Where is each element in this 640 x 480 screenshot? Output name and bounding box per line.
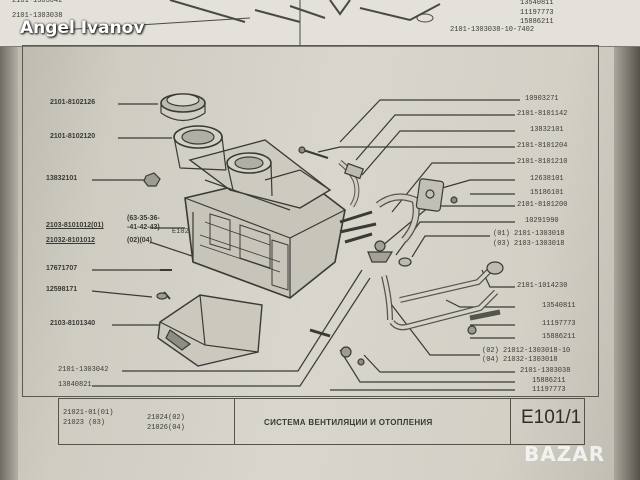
part-number-label: 10903271 (525, 95, 559, 103)
part-number-label: 15886211 (532, 377, 566, 385)
page-edge-shadow-left (0, 0, 18, 480)
part-number-label: 10291990 (525, 217, 559, 225)
previous-page-strip: 2101-1303042 2101-1303038 13540811 11197… (0, 0, 640, 47)
page-edge-shadow-right (614, 0, 640, 480)
reference-label: E102 (172, 228, 189, 236)
page-title: СИСТЕМА ВЕНТИЛЯЦИИ И ОТОПЛЕНИЯ (264, 418, 433, 427)
part-number-label: (01) 2101-1303018 (493, 230, 565, 238)
part-number-label: 2103-8101340 (50, 320, 96, 327)
model-label: 21023 (03) (63, 419, 106, 427)
top-label: 2101-1303042 (12, 0, 63, 5)
part-number-label: 11197773 (532, 386, 566, 394)
part-number-label: 12638101 (530, 175, 564, 183)
page-code: E101/1 (521, 407, 582, 428)
part-number-label: 2101-8101200 (517, 201, 568, 209)
model-label: 21021-01(01) (63, 409, 114, 417)
part-number-label: 2103-8101012(01) (46, 222, 104, 229)
part-number-label: (02) 21012-1303018-10 (482, 347, 571, 355)
bazar-watermark: BAZAR (524, 442, 606, 466)
part-number-label: 2101-1014230 (517, 282, 568, 290)
part-number-label: 13840821 (58, 381, 92, 389)
top-label: 11197773 (520, 9, 554, 17)
top-label: 13540811 (520, 0, 554, 7)
part-number-label: 21032-8101012 (46, 237, 96, 244)
model-label: 21026(04) (147, 424, 185, 432)
part-number-label: 2101-1303042 (58, 366, 109, 374)
previous-page-drawing (59, 0, 441, 46)
part-number-label: 15886211 (542, 333, 576, 341)
top-label: 2101-1303038 (12, 12, 63, 20)
part-number-label: 12598171 (46, 286, 78, 293)
part-number-label: 13540811 (542, 302, 576, 310)
part-number-label: 2101-8102120 (50, 133, 96, 140)
part-number-label: 2101-8102126 (50, 99, 96, 106)
uploader-watermark: Angel Ivanov (20, 18, 145, 38)
part-number-label: 2101-8101142 (517, 110, 568, 118)
title-block: 21021-01(01) 21023 (03) 21024(02) 21026(… (58, 398, 585, 445)
part-number-label: 15186101 (530, 189, 564, 197)
top-label: 2101-1303038-10-7402 (450, 26, 535, 34)
part-number-label: 2101-1303038 (520, 367, 571, 375)
model-cell: 21021-01(01) 21023 (03) 21024(02) 21026(… (59, 399, 235, 444)
part-number-label: 2101-8101204 (517, 142, 568, 150)
part-number-label: (04) 21032-1303018 (482, 356, 558, 364)
model-label: 21024(02) (147, 414, 185, 422)
part-variant-label: (02)(04) (127, 237, 152, 244)
part-number-label: 17671707 (46, 265, 78, 272)
part-number-label: (03) 2103-1303018 (493, 240, 565, 248)
part-number-label: 13832101 (530, 126, 564, 134)
part-number-label: 2101-8101210 (517, 158, 568, 166)
part-variant-label: (63-35-36- (127, 215, 160, 222)
diagram-frame (22, 45, 599, 397)
top-label: 15886211 (520, 18, 554, 26)
title-cell: СИСТЕМА ВЕНТИЛЯЦИИ И ОТОПЛЕНИЯ (234, 399, 511, 444)
part-variant-label: -41-42-43) (127, 224, 160, 231)
part-number-label: 11197773 (542, 320, 576, 328)
part-number-label: 13832101 (46, 175, 78, 182)
